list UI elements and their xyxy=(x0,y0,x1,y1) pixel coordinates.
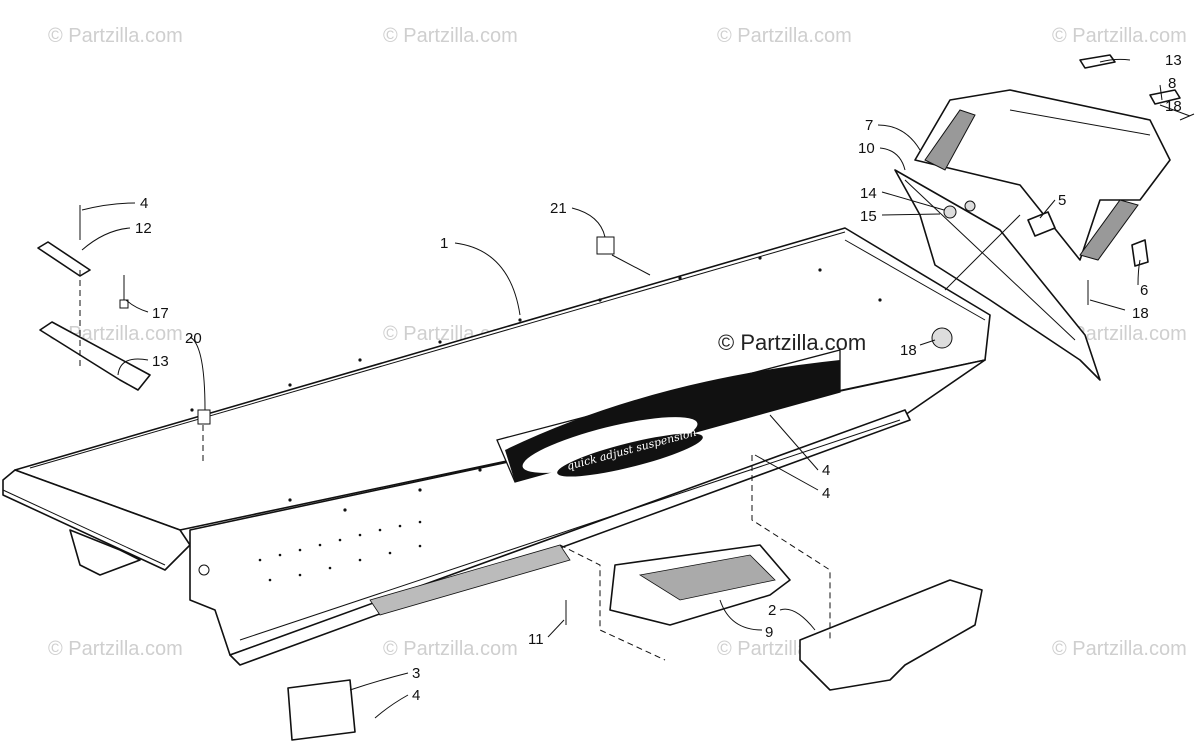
callout: 13 xyxy=(1165,52,1182,69)
decal-part: quick adjust suspension xyxy=(496,349,841,483)
watermark: © Partzilla.com xyxy=(48,638,183,660)
callout: 18 xyxy=(900,342,917,359)
callout: 18 xyxy=(1132,305,1149,322)
callout: 14 xyxy=(860,185,877,202)
callout: 10 xyxy=(858,140,875,157)
callout: 20 xyxy=(185,330,202,347)
callout: 8 xyxy=(1168,75,1176,92)
callout: 7 xyxy=(865,117,873,134)
tunnel-part xyxy=(2,227,991,666)
callout: 15 xyxy=(860,208,877,225)
callout: 1 xyxy=(440,235,448,252)
callout: 5 xyxy=(1058,192,1066,209)
assembly-lines xyxy=(79,214,1021,661)
callout: 3 xyxy=(412,665,420,682)
callout: 2 xyxy=(768,602,776,619)
callout: 6 xyxy=(1140,282,1148,299)
watermark: © Partzilla.com xyxy=(1052,25,1187,47)
watermark: © Partzilla.com xyxy=(383,638,518,660)
watermark: © Partzilla.com xyxy=(383,25,518,47)
watermark-main: © Partzilla.com xyxy=(718,330,866,355)
hardware xyxy=(37,113,1195,741)
bumper-assembly xyxy=(894,54,1181,381)
callout-labels: 4 12 17 20 13 1 21 7 10 14 15 5 13 8 18 … xyxy=(135,52,1182,704)
callout: 13 xyxy=(152,353,169,370)
callout: 21 xyxy=(550,200,567,217)
watermark: © Partzilla.com xyxy=(48,25,183,47)
callout: 11 xyxy=(528,631,544,648)
callout: 4 xyxy=(822,485,830,502)
leader-lines xyxy=(81,58,1191,719)
callout: 9 xyxy=(765,624,773,641)
watermark: © Partzilla.com xyxy=(717,25,852,47)
callout: 12 xyxy=(135,220,152,237)
callout: 4 xyxy=(822,462,830,479)
callout: 17 xyxy=(152,305,169,322)
watermark: © Partzilla.com xyxy=(1052,638,1187,660)
callout: 4 xyxy=(412,687,420,704)
callout: 18 xyxy=(1165,98,1182,115)
callout: 4 xyxy=(140,195,148,212)
